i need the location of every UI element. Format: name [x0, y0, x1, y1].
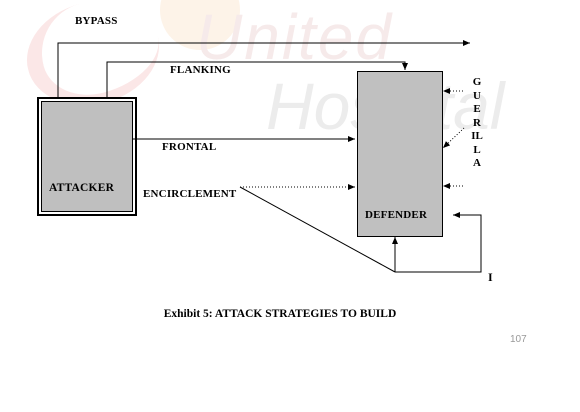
bypass-label: BYPASS: [75, 15, 118, 27]
attacker-label: ATTACKER: [49, 182, 115, 194]
attacker-box: [41, 101, 133, 212]
flanking-label: FLANKING: [170, 64, 231, 76]
encirclement-label: ENCIRCLEMENT: [143, 188, 237, 200]
defender-box: [357, 71, 443, 237]
bypass-arrow: [57, 40, 470, 97]
defender-label: DEFENDER: [365, 209, 428, 221]
flanking-arrow: [106, 61, 408, 97]
frontal-label: FRONTAL: [162, 141, 217, 153]
exhibit-caption: Exhibit 5: ATTACK STRATEGIES TO BUILD: [163, 308, 397, 320]
guerilla-arrow-2: [442, 127, 465, 149]
encirclement-return-line: [395, 212, 482, 273]
return-marker-label: I: [488, 270, 493, 284]
watermark-text-united: United: [196, 1, 393, 73]
encirclement-wrap-line: [239, 186, 396, 273]
page-number: 107: [510, 334, 527, 345]
